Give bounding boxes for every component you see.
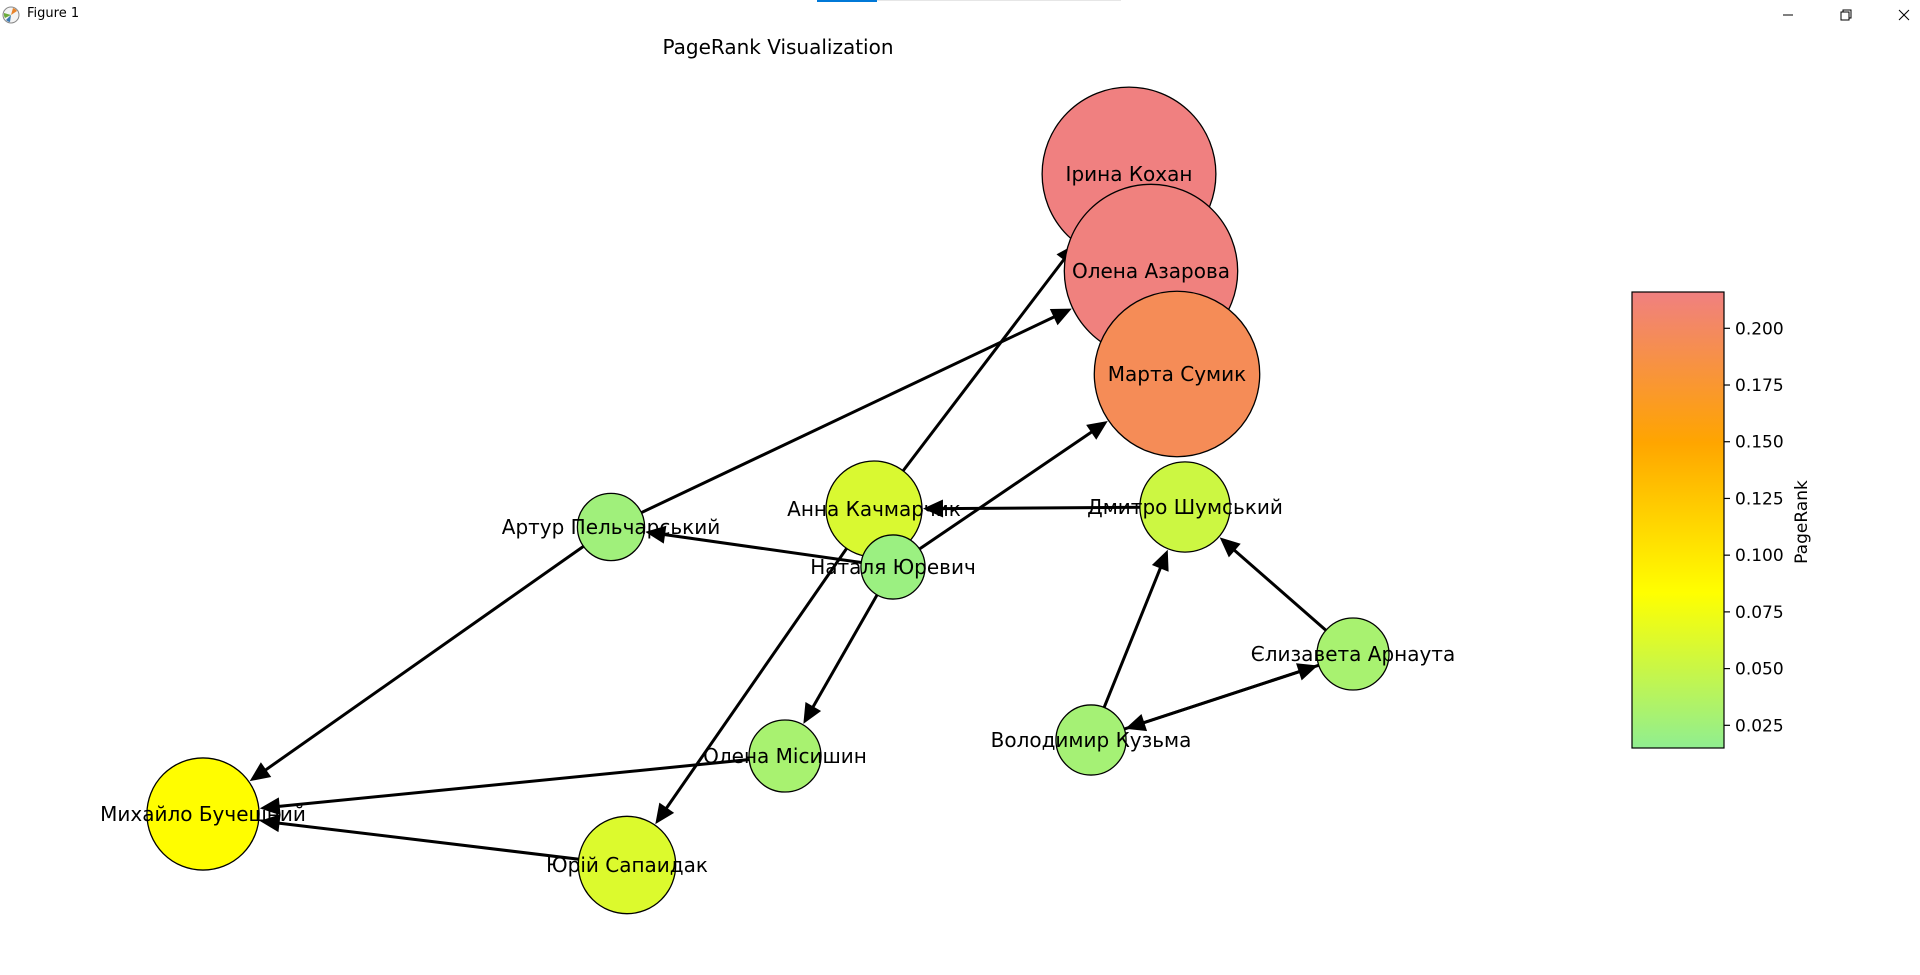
node-label: Олена Місишин — [703, 744, 867, 768]
edge-arrowhead — [655, 802, 675, 825]
colorbar-tick-label: 0.025 — [1735, 716, 1784, 736]
graph-nodes — [146, 86, 1390, 915]
graph-edge — [1097, 663, 1318, 740]
edge-line — [277, 755, 778, 809]
colorbar-tick-label: 0.175 — [1735, 376, 1784, 396]
node-label: Наталя Юревич — [810, 555, 976, 579]
edge-line — [897, 429, 1094, 565]
graph-edge — [259, 814, 618, 866]
node-label: Михайло Бучешний — [100, 802, 306, 826]
graph-edge — [897, 421, 1108, 565]
edge-line — [616, 314, 1057, 526]
graph-node[interactable] — [1093, 290, 1261, 458]
edge-arrowhead — [923, 499, 944, 518]
node-label: Марта Сумик — [1108, 362, 1246, 386]
colorbar-gradient — [1631, 291, 1725, 749]
colorbar-tick-label: 0.125 — [1735, 489, 1784, 509]
edge-line — [664, 516, 870, 811]
colorbar-tick-label: 0.100 — [1735, 546, 1784, 566]
node-label: Єлизавета Арнаута — [1251, 642, 1455, 666]
restore-icon — [1840, 9, 1852, 21]
node-label: Володимир Кузьма — [991, 728, 1192, 752]
edge-arrowhead — [1049, 308, 1072, 326]
edge-arrowhead — [803, 702, 822, 724]
titlebar-divider — [877, 0, 1121, 1]
edge-line — [1092, 565, 1163, 735]
edge-arrowhead — [249, 762, 272, 782]
matplotlib-icon — [1, 5, 21, 29]
graph-node[interactable] — [576, 492, 646, 562]
graph-node[interactable] — [1055, 704, 1127, 776]
edge-arrowhead — [1151, 549, 1169, 572]
titlebar-accent — [817, 0, 877, 2]
edge-arrowhead — [1296, 663, 1318, 681]
node-label: Артур Пельчарський — [502, 515, 720, 539]
node-label: Анна Качмарчик — [787, 497, 961, 521]
node-label: Дмитро Шумський — [1087, 495, 1283, 519]
colorbar-tick-label: 0.075 — [1735, 603, 1784, 623]
restore-button[interactable] — [1817, 0, 1875, 30]
graph-edge — [259, 755, 778, 816]
graph-node[interactable] — [1139, 461, 1231, 553]
window-titlebar: Figure 1 — [0, 0, 1920, 30]
edge-arrowhead — [645, 525, 667, 544]
graph-node[interactable] — [577, 815, 677, 915]
edge-arrowhead — [1086, 421, 1108, 440]
colorbar-tick-label: 0.050 — [1735, 660, 1784, 680]
graph-node[interactable] — [1316, 617, 1390, 691]
minimize-icon — [1783, 14, 1793, 16]
colorbar-ticks: 0.025 0.050 0.075 0.100 0.125 0.150 0.175 0.200 — [1724, 319, 1784, 736]
window-title: Figure 1 — [27, 6, 80, 21]
node-label: Ірина Кохан — [1066, 162, 1193, 186]
close-icon — [1898, 9, 1910, 21]
figure-title: PageRank Visualization — [662, 35, 893, 59]
edge-arrowhead — [259, 814, 281, 833]
edge-line — [1097, 669, 1302, 740]
colorbar-tick-label: 0.150 — [1735, 433, 1784, 453]
edge-line — [263, 529, 607, 773]
node-label: Юрій Сапаидак — [546, 853, 708, 877]
graph-edge — [655, 516, 870, 825]
colorbar-tick-label: 0.200 — [1735, 319, 1784, 339]
colorbar: 0.025 0.050 0.075 0.100 0.125 0.150 0.175 0.200… — [1631, 291, 1812, 749]
graph-edge — [1092, 549, 1169, 735]
graph-node[interactable] — [748, 719, 822, 793]
edge-line — [662, 532, 887, 568]
graph-edge — [645, 525, 887, 568]
minimize-button[interactable] — [1759, 0, 1817, 30]
graph-edge — [249, 529, 607, 782]
edge-arrowhead — [1219, 537, 1241, 558]
edge-arrowhead — [259, 797, 281, 816]
edge-line — [878, 257, 1067, 503]
colorbar-label: PageRank — [1792, 480, 1812, 564]
close-button[interactable] — [1875, 0, 1920, 30]
graph-edge — [616, 308, 1072, 526]
node-label: Олена Азарова — [1072, 259, 1230, 283]
graph-node[interactable] — [146, 757, 260, 871]
edge-line — [277, 821, 618, 866]
graph-node[interactable] — [860, 534, 926, 600]
